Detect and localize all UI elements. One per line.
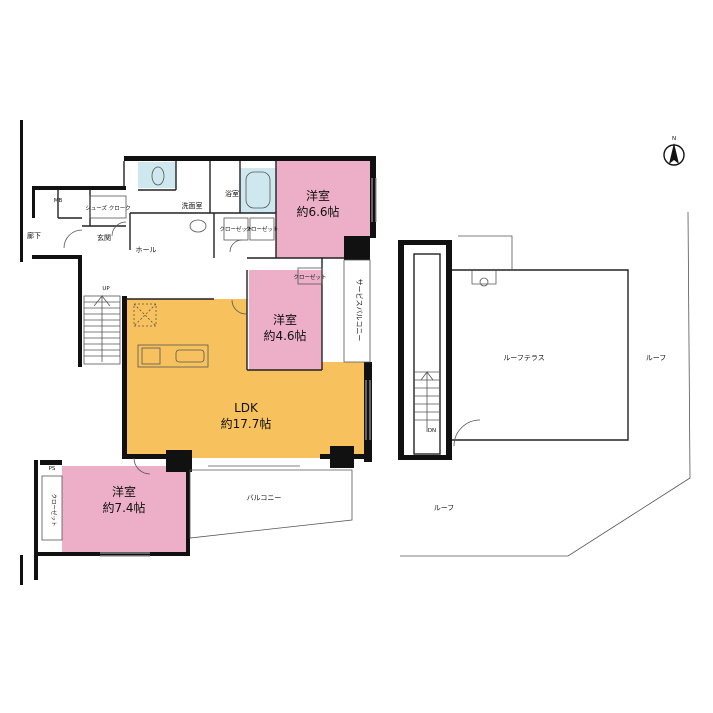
bedroom-1-size: 約6.6帖 xyxy=(296,204,339,219)
stair-up-label: UP xyxy=(102,286,110,292)
roof-stair-wall-right xyxy=(446,240,452,460)
wall-ldk-right xyxy=(364,362,372,462)
ldk-size: 約17.7帖 xyxy=(221,416,272,431)
wall-bedroom3-left xyxy=(34,460,38,580)
bedroom-1-fill xyxy=(276,160,370,258)
closet-label-bedroom3: クローゼット xyxy=(50,493,58,526)
wall-ps xyxy=(40,460,62,465)
bedroom-2-size: 約4.6帖 xyxy=(263,328,306,343)
closet-label-hall-1: クローゼット xyxy=(219,225,252,233)
bedroom-3-fill xyxy=(62,466,186,552)
bedroom-2-name: 洋室 xyxy=(273,312,297,327)
balcony-label: バルコニー xyxy=(247,494,282,502)
washroom-label: 洗面室 xyxy=(182,201,203,210)
bedroom-2-fill xyxy=(249,270,322,370)
service-balcony-label: サービスバルコニー xyxy=(355,279,364,342)
closet-label-hall-2: クローゼット xyxy=(245,225,278,233)
wash-basin xyxy=(189,219,207,233)
ldk-fill xyxy=(126,299,366,458)
entrance-label: 玄関 xyxy=(97,233,111,242)
roof-terrace-outline xyxy=(452,269,629,441)
interior-walls xyxy=(57,161,344,371)
bath-label: 浴室 xyxy=(225,189,239,198)
roof-label-right: ルーフ xyxy=(646,354,667,362)
closet-hall-2 xyxy=(249,217,275,241)
doors xyxy=(63,221,247,475)
toilet-bowl xyxy=(151,166,165,186)
mb-label: MB xyxy=(54,198,63,204)
bedroom-3-size: 約7.4帖 xyxy=(102,500,145,515)
stair-down xyxy=(414,370,440,432)
closet-hall-1 xyxy=(223,217,249,241)
cooktop xyxy=(141,347,161,365)
wall-stair-left xyxy=(78,255,82,367)
windows xyxy=(100,178,377,557)
wall-left-unit xyxy=(32,186,35,218)
balcony-outline xyxy=(189,469,353,539)
wall-bedroom3-right xyxy=(186,470,190,556)
stair-down-label: DN xyxy=(428,428,436,434)
roof-outline xyxy=(400,211,691,557)
wall-ldk-bottom-left xyxy=(122,454,168,459)
wall-left-upper xyxy=(20,120,23,262)
corridor-label: 廊下 xyxy=(27,231,41,240)
wall-top-left xyxy=(32,186,126,190)
wall-top-main xyxy=(124,156,376,161)
toilet-fill xyxy=(138,162,176,188)
roof-stair-wall-bottom xyxy=(398,455,452,460)
wall-left-lower xyxy=(20,555,23,585)
ldk-name: LDK xyxy=(234,401,259,415)
bath-fill xyxy=(240,168,276,213)
column-3 xyxy=(330,446,354,468)
wall-corridor xyxy=(32,255,82,259)
wall-bedroom3-bottom xyxy=(34,552,190,556)
roof-terrace-label: ルーフテラス xyxy=(503,354,544,362)
column-1 xyxy=(344,236,370,260)
kitchen-island xyxy=(175,349,205,363)
kitchen-counter xyxy=(137,344,209,368)
compass xyxy=(663,143,685,166)
stair-up xyxy=(83,294,121,365)
bathtub xyxy=(245,171,271,209)
ps-label: PS xyxy=(49,466,56,472)
wall-ldk-left xyxy=(122,296,127,458)
closet-label-bedroom2: クローゼット xyxy=(293,273,326,281)
service-balcony-outline xyxy=(343,259,371,363)
roof-label-bottom: ルーフ xyxy=(434,504,455,512)
closet-bedroom3 xyxy=(41,475,63,541)
bedroom-3-name: 洋室 xyxy=(112,484,136,499)
roof-door xyxy=(453,419,481,447)
roof-stair-inner xyxy=(413,253,441,455)
bedroom-1-name: 洋室 xyxy=(306,188,330,203)
compass-north-label: N xyxy=(672,136,676,142)
closet-bedroom2 xyxy=(297,267,323,285)
shoe-closet-label: シューズ クローク xyxy=(85,204,130,212)
roof-stair-wall-left xyxy=(398,240,404,460)
wall-bedroom1-right xyxy=(370,156,376,238)
shoe-closet xyxy=(89,195,127,219)
roof-terrace-notch xyxy=(458,235,513,285)
refrigerator-space xyxy=(133,303,157,327)
column-2 xyxy=(166,450,192,472)
roof-drain xyxy=(479,277,489,287)
roof-stair-wall-top xyxy=(398,240,452,245)
hall-label: ホール xyxy=(136,246,157,254)
